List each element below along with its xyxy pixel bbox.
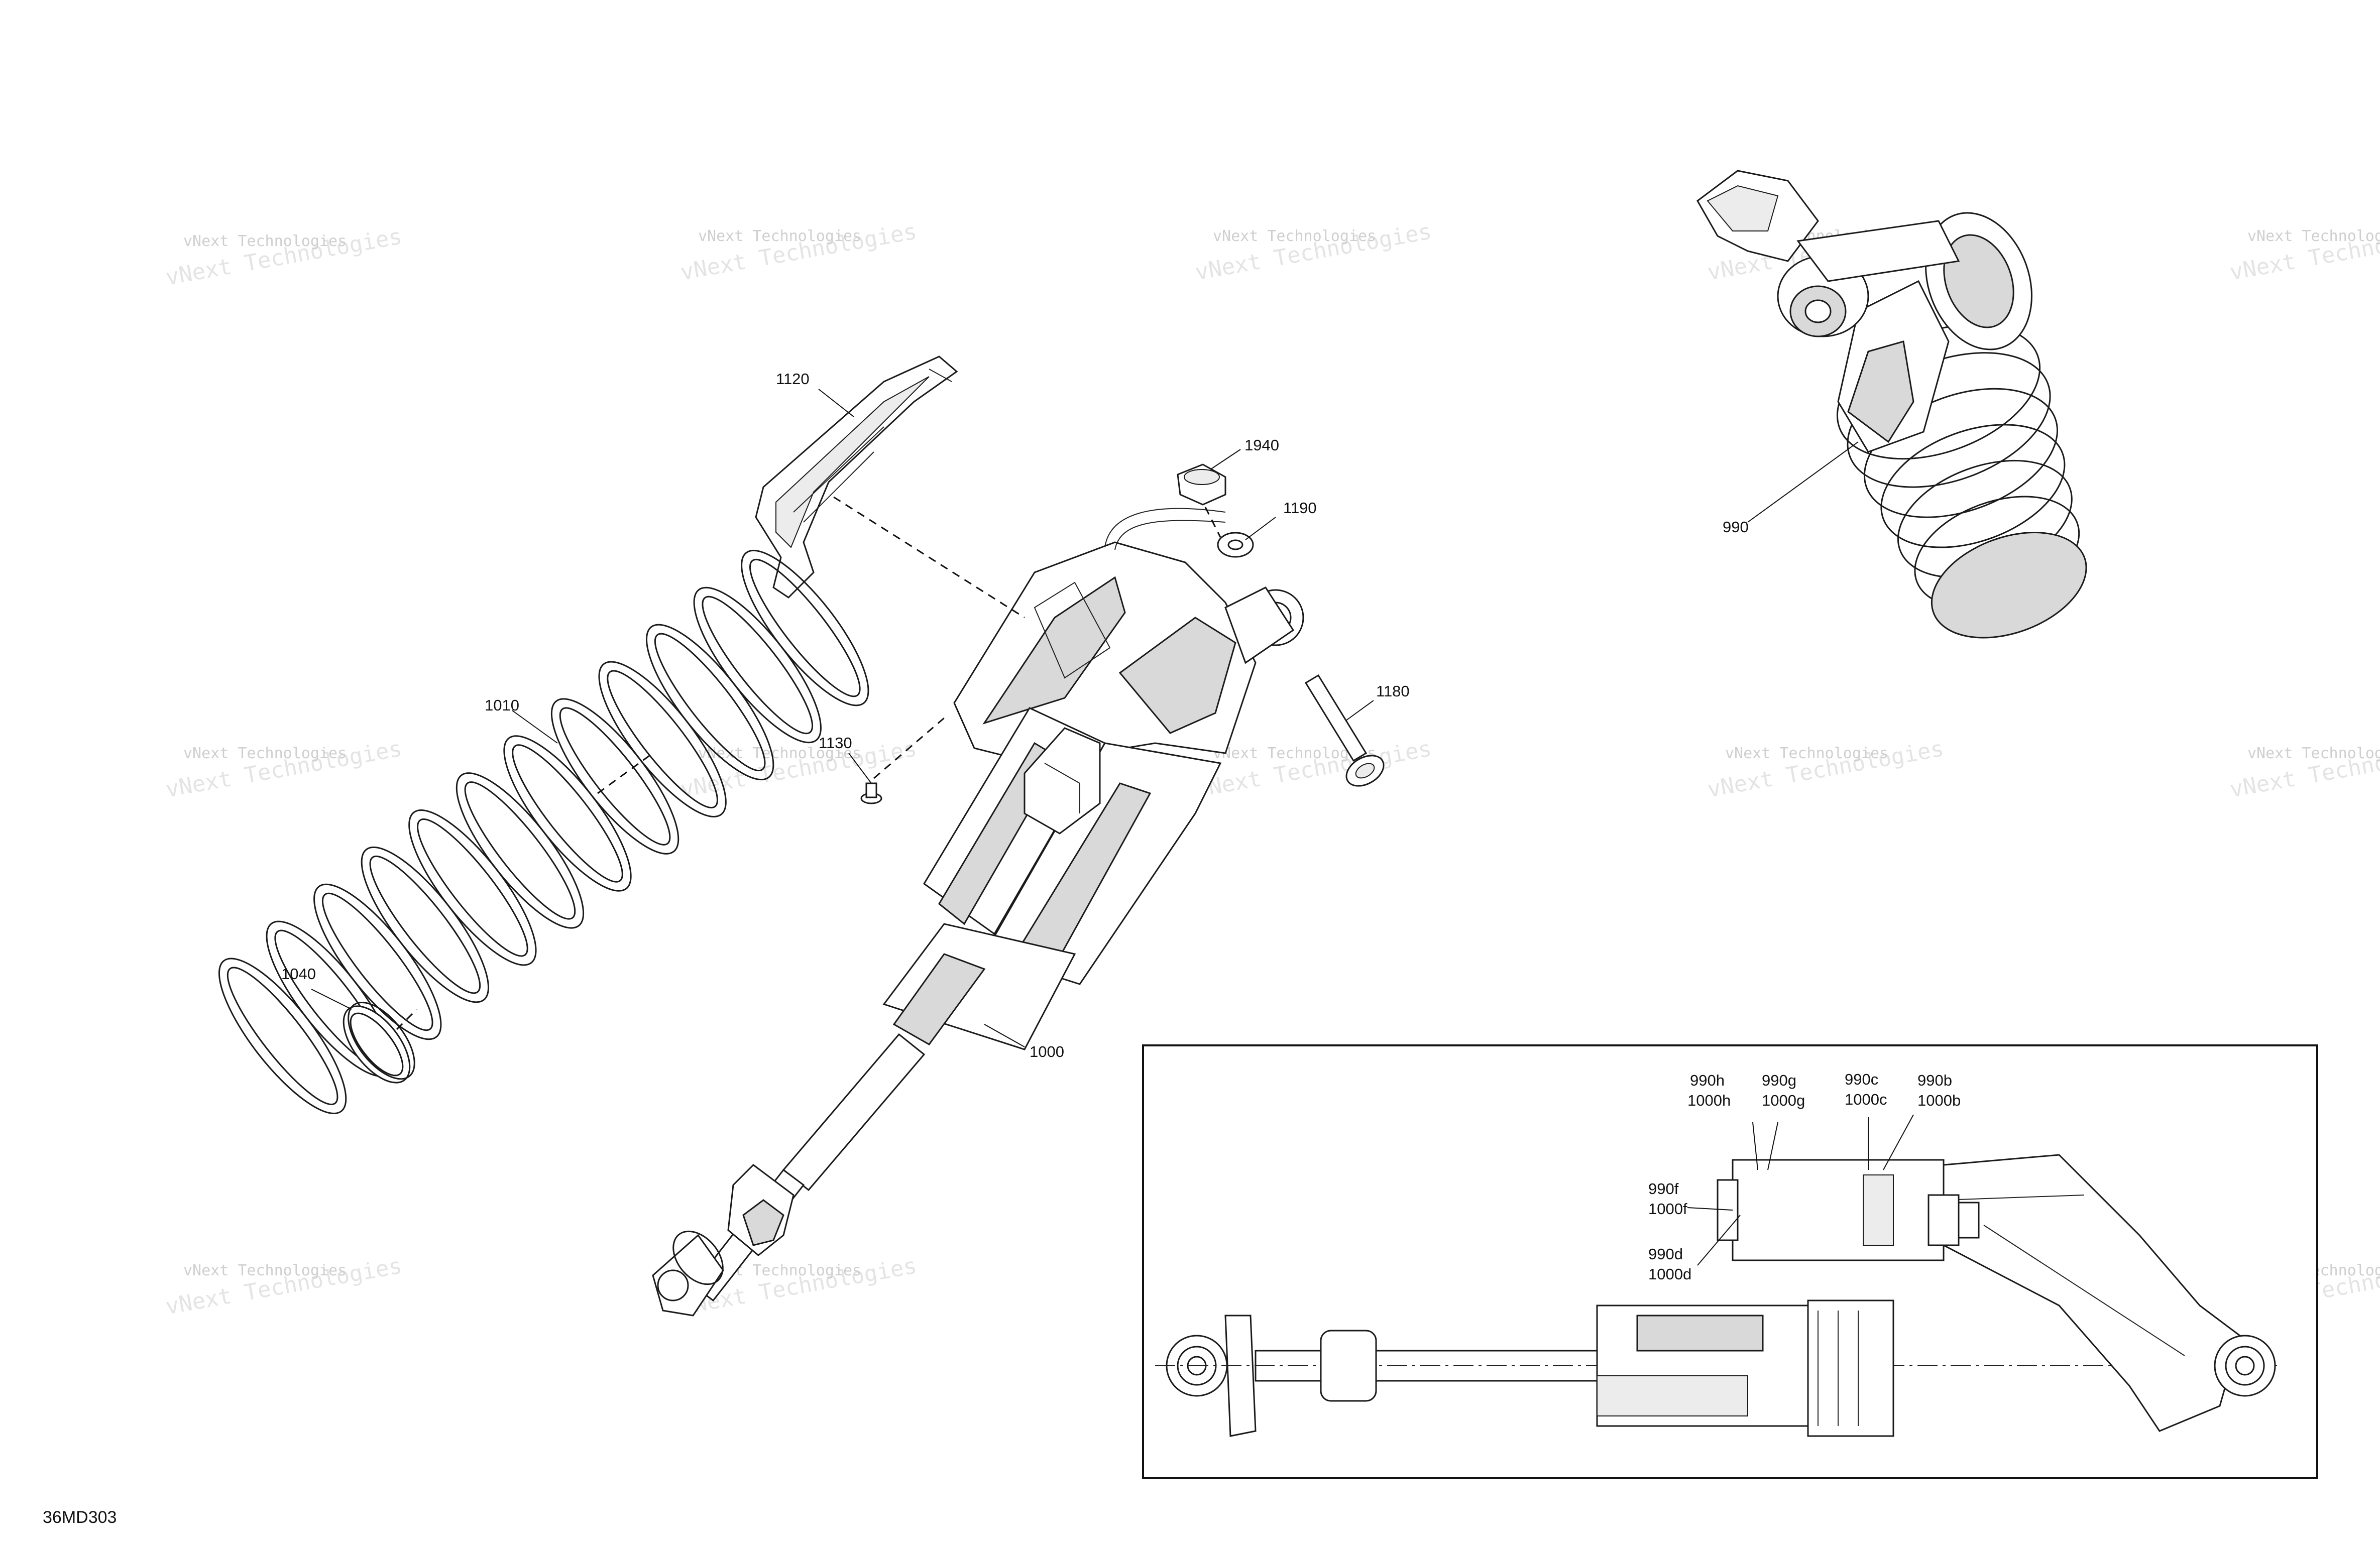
watermark: vNext Technologies vNext Technologies bbox=[1193, 736, 1433, 802]
detail-label-c: 990c 1000c bbox=[1845, 1071, 1887, 1108]
watermark: vNext Technologies vNext Technologies bbox=[164, 1253, 404, 1320]
callouts: 1120 1940 1190 1180 1010 1130 1040 1000 … bbox=[281, 370, 1749, 1060]
detail-label-f: 990f 1000f bbox=[1648, 1180, 1687, 1218]
svg-text:990h: 990h bbox=[1690, 1072, 1725, 1089]
callout-1190: 1190 bbox=[1283, 499, 1317, 517]
watermark-text: vNext Technologies bbox=[1725, 745, 1888, 762]
callout-990: 990 bbox=[1723, 518, 1749, 536]
svg-text:1000d: 1000d bbox=[1648, 1265, 1691, 1283]
svg-text:990c: 990c bbox=[1845, 1071, 1878, 1088]
watermark-text: vNext Technologies bbox=[698, 227, 861, 245]
watermark: vNext Technologies vNext Technologies bbox=[164, 223, 404, 290]
callout-1000: 1000 bbox=[1030, 1043, 1064, 1060]
svg-text:990b: 990b bbox=[1917, 1072, 1952, 1089]
leader-lines bbox=[311, 389, 1859, 1047]
watermark: vNext Technologies vNext Technologies bbox=[1193, 218, 1433, 285]
detail-labels: 990h 1000h 990g 1000g 990c 1000c 990b 10… bbox=[1648, 1071, 1961, 1283]
assembly-lines bbox=[396, 496, 1221, 1030]
svg-text:1000c: 1000c bbox=[1845, 1091, 1887, 1108]
watermark-text: vNext Technologies bbox=[2247, 227, 2380, 245]
figure-code: 36MD303 bbox=[43, 1508, 117, 1527]
part-1120-guard bbox=[755, 355, 958, 599]
svg-text:1000b: 1000b bbox=[1917, 1092, 1961, 1109]
svg-text:1000f: 1000f bbox=[1648, 1200, 1687, 1218]
part-1040-ring bbox=[343, 1001, 415, 1084]
part-1180-bolt bbox=[1304, 674, 1385, 787]
watermark-text: vNext Technologies bbox=[1213, 227, 1376, 245]
part-1010-spring bbox=[218, 549, 869, 1114]
callout-1130: 1130 bbox=[819, 734, 852, 752]
detail-inset bbox=[1142, 1044, 2318, 1479]
watermark-text: vNext Technologies bbox=[2247, 745, 2380, 762]
watermark-text: vNext Technologies bbox=[183, 232, 347, 250]
part-1940-nut bbox=[1177, 463, 1226, 506]
part-1000-shock bbox=[652, 508, 1304, 1317]
detail-label-b: 990b 1000b bbox=[1917, 1072, 1961, 1109]
watermark: vNext Technologies vNext Technologies bbox=[678, 218, 919, 285]
watermark: vNext Technologies vNext Technologies bbox=[2228, 218, 2380, 285]
watermark-text: vNext Technologies bbox=[183, 1262, 347, 1279]
part-1190-washer bbox=[1217, 532, 1254, 558]
watermark-text: vNext Technologies bbox=[698, 745, 861, 762]
callout-1010: 1010 bbox=[485, 696, 519, 714]
svg-text:990f: 990f bbox=[1648, 1180, 1679, 1198]
svg-text:990g: 990g bbox=[1762, 1072, 1796, 1089]
watermark: vNext Technologies vNext Technologies bbox=[1706, 736, 1946, 802]
watermark-text: vNext Technologies bbox=[183, 745, 347, 762]
callout-1180: 1180 bbox=[1376, 682, 1410, 700]
svg-text:1000g: 1000g bbox=[1762, 1092, 1805, 1109]
part-990-assembly bbox=[1696, 170, 2087, 639]
detail-label-g: 990g 1000g bbox=[1762, 1072, 1805, 1109]
callout-1040: 1040 bbox=[281, 965, 316, 983]
callout-1940: 1940 bbox=[1244, 436, 1279, 454]
watermark: vNext Technologies vNext Technologies bbox=[678, 736, 919, 802]
svg-text:990d: 990d bbox=[1648, 1245, 1683, 1263]
svg-text:1000h: 1000h bbox=[1687, 1092, 1731, 1109]
detail-label-h: 990h 1000h bbox=[1687, 1072, 1731, 1109]
watermark: vNext Technologies vNext Technologies bbox=[2228, 736, 2380, 802]
part-1130-screw bbox=[860, 782, 882, 804]
callout-1120: 1120 bbox=[776, 370, 810, 388]
watermark: vNext Technologies vNext Technologies bbox=[164, 736, 404, 802]
detail-label-d: 990d 1000d bbox=[1648, 1245, 1691, 1283]
